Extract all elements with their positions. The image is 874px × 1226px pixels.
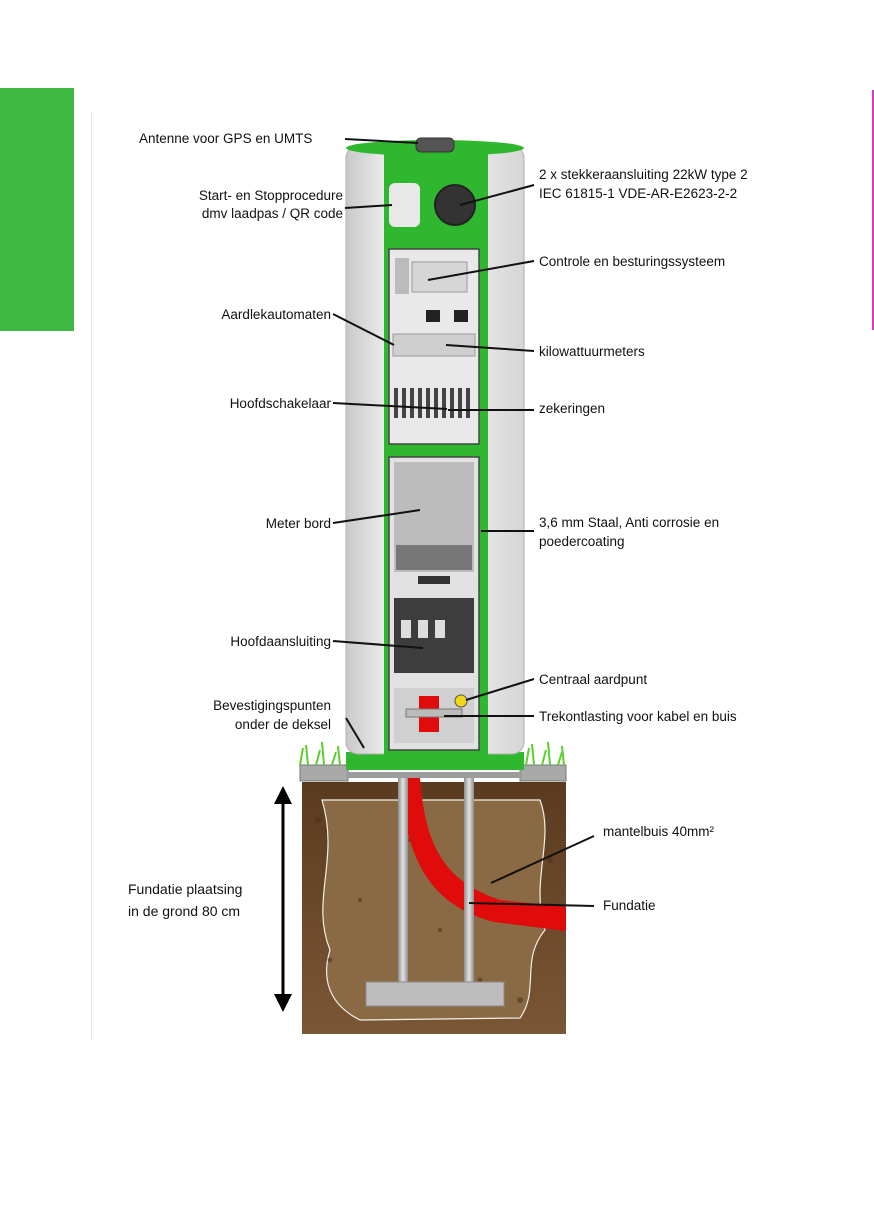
label-zekeringen: zekeringen bbox=[539, 401, 606, 416]
label-stekker-line1: 2 x stekkeraansluiting 22kW type 2 bbox=[539, 167, 748, 182]
label-start-line1: Start- en Stopprocedure bbox=[198, 188, 343, 203]
ground-slab-right bbox=[519, 764, 567, 782]
frame-line-right bbox=[872, 90, 874, 330]
foundation-pipe-right bbox=[464, 776, 474, 982]
socket bbox=[434, 184, 476, 226]
label-aardlek: Aardlekautomaten bbox=[221, 307, 331, 322]
label-meterbord: Meter bord bbox=[265, 516, 331, 531]
label-start-line2: dmv laadpas / QR code bbox=[201, 206, 343, 221]
label-stekker-line2: IEC 61815-1 VDE-AR-E2623-2-2 bbox=[539, 186, 738, 201]
label-hoofdschakelaar: Hoofdschakelaar bbox=[229, 396, 331, 411]
label-trek: Trekontlasting voor kabel en buis bbox=[539, 709, 737, 724]
grass bbox=[299, 741, 565, 766]
ground-slab-left bbox=[299, 764, 349, 782]
mantelbuis-tube bbox=[400, 778, 566, 931]
foundation-plate bbox=[365, 981, 505, 1007]
label-controle: Controle en besturingssysteem bbox=[539, 254, 726, 269]
antenna bbox=[415, 137, 455, 153]
label-antenne: Antenne voor GPS en UMTS bbox=[139, 131, 313, 146]
lower-cabinet bbox=[388, 456, 480, 751]
label-mantelbuis: mantelbuis 40mm² bbox=[603, 824, 715, 839]
label-fundatie-plaatsing-line1: Fundatie plaatsing bbox=[128, 881, 243, 897]
label-fundatie-plaatsing-line2: in de grond 80 cm bbox=[128, 903, 241, 919]
frame-line-left bbox=[91, 112, 92, 1040]
label-bevestiging-line1: Bevestigingspunten bbox=[213, 698, 331, 713]
label-fundatie: Fundatie bbox=[603, 898, 656, 913]
label-staal-line1: 3,6 mm Staal, Anti corrosie en bbox=[539, 515, 720, 530]
label-hoofdaansluiting: Hoofdaansluiting bbox=[230, 634, 331, 649]
label-aardpunt: Centraal aardpunt bbox=[539, 672, 648, 687]
leader-lines bbox=[332, 138, 595, 907]
side-color-tab bbox=[0, 88, 74, 331]
label-bevestiging-line2: onder de deksel bbox=[234, 717, 331, 732]
rfid-reader bbox=[389, 183, 420, 227]
label-kwh: kilowattuurmeters bbox=[539, 344, 645, 359]
label-staal-line2: poedercoating bbox=[539, 534, 625, 549]
foundation-pipe-left bbox=[398, 776, 408, 982]
pole-base bbox=[346, 752, 524, 770]
upper-cabinet bbox=[388, 248, 480, 445]
